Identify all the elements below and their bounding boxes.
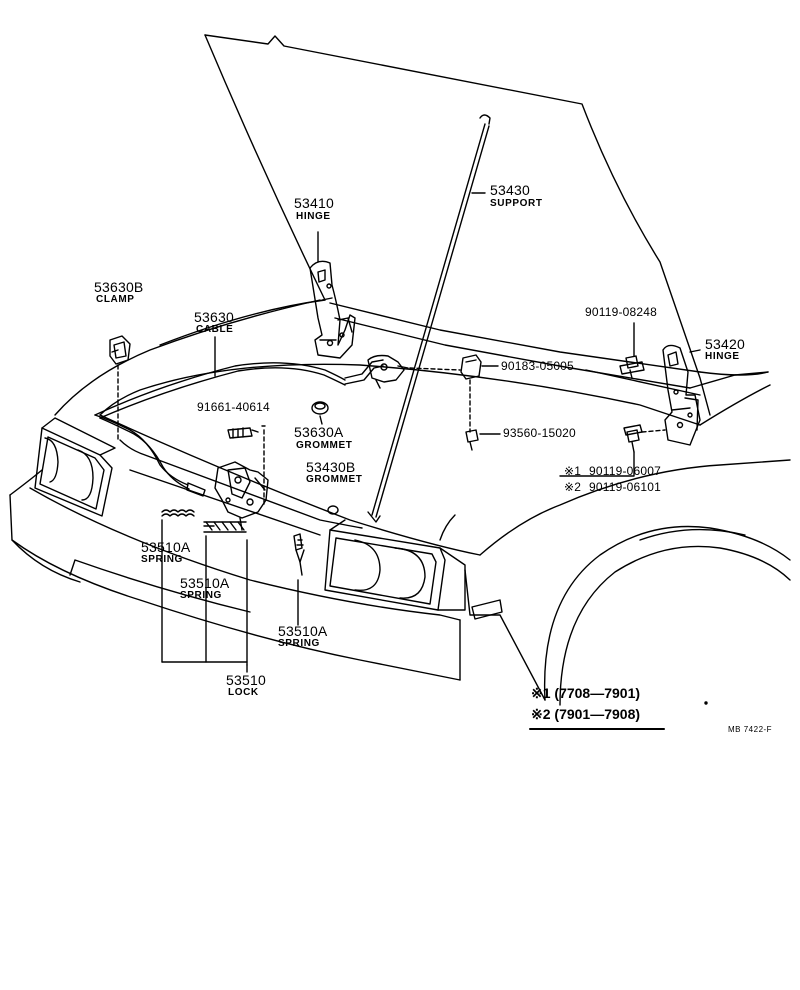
- bolt-note-dash: [642, 430, 665, 432]
- stray-dot: [705, 702, 707, 704]
- lock-number: 53510: [226, 672, 266, 688]
- cable-latch-part: [368, 356, 408, 389]
- clamp-name: CLAMP: [96, 294, 135, 305]
- hinge-left-number: 53410: [294, 195, 334, 211]
- spring-3-part: [294, 534, 304, 575]
- grommet-a-number: 53630A: [294, 424, 344, 440]
- spring-3-name: SPRING: [278, 638, 320, 649]
- cable-number: 53630: [194, 309, 234, 325]
- bolt-right-part: [620, 356, 644, 378]
- spring-1-number: 53510A: [141, 539, 191, 555]
- cable-name: CABLE: [196, 324, 234, 335]
- lock-name: LOCK: [228, 687, 259, 698]
- grommet-b-name: GROMMET: [306, 474, 363, 485]
- release-cable: [95, 360, 383, 496]
- spring-1-name: SPRING: [141, 554, 183, 565]
- bolt-note-part: [624, 425, 642, 452]
- screw-right-part: [466, 430, 478, 450]
- clip-leader: [410, 368, 460, 370]
- screw-right-number: 93560-15020: [503, 426, 576, 440]
- bolt-note2-mark: ※2: [564, 480, 582, 494]
- bolt-note1-mark: ※1: [564, 464, 582, 478]
- bolt-note2-number: 90119-06101: [589, 480, 662, 494]
- support-number: 53430: [490, 182, 530, 198]
- spring-2-part: [204, 522, 246, 532]
- grommet-b-part: [328, 506, 338, 514]
- hinge-left-name: HINGE: [296, 211, 331, 222]
- hinge-right-leader: [690, 350, 700, 352]
- screw-left-part: [228, 428, 258, 438]
- grommet-a-leader: [320, 416, 322, 424]
- hood-support-rod: [368, 115, 490, 522]
- clamp-number: 53630B: [94, 279, 144, 295]
- hinge-left-part: [310, 261, 355, 358]
- clamp-part: [110, 336, 130, 364]
- hinge-right-number: 53420: [705, 336, 745, 352]
- screw-left-number: 91661-40614: [197, 400, 270, 414]
- spring-3-number: 53510A: [278, 623, 328, 639]
- spring-1-part: [162, 510, 194, 516]
- support-name: SUPPORT: [490, 198, 543, 209]
- legend-line-1: ※1 (7708—7901): [531, 685, 641, 701]
- clip-number: 90183-05005: [501, 359, 574, 373]
- grommet-a-name: GROMMET: [296, 440, 353, 451]
- grommet-a-part: [312, 402, 328, 414]
- legend-line-2: ※2 (7901—7908): [531, 706, 641, 722]
- hood-lock-part: [215, 462, 268, 530]
- hinge-right-name: HINGE: [705, 351, 740, 362]
- spring-2-name: SPRING: [180, 590, 222, 601]
- bolt-right-number: 90119-08248: [585, 305, 658, 319]
- spring-2-number: 53510A: [180, 575, 230, 591]
- bolt-note1-number: 90119-06007: [589, 464, 662, 478]
- clip-far-line: [586, 370, 700, 395]
- lock-leader-lines: [162, 520, 298, 672]
- clip-part: [461, 355, 481, 379]
- car-body: [10, 300, 790, 705]
- drawing-code: MB 7422-F: [728, 725, 773, 734]
- grommet-b-number: 53430B: [306, 459, 356, 475]
- bolt-note-leader: [560, 452, 634, 476]
